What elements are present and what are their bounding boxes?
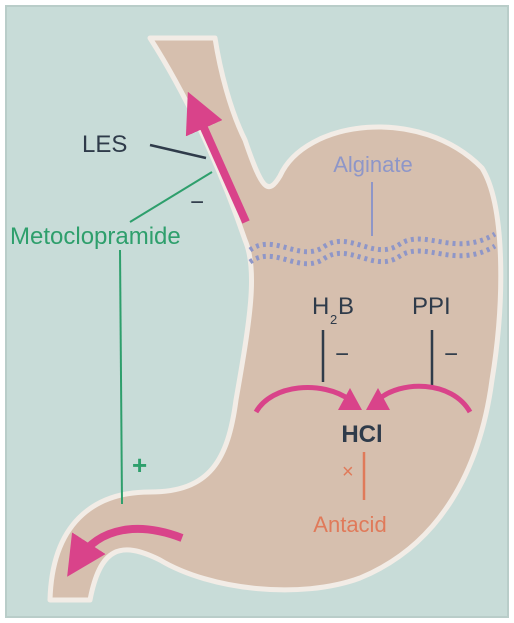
h2b-subscript: 2 xyxy=(330,312,337,327)
h2b-h: H xyxy=(312,293,329,320)
antacid-cross-sign: × xyxy=(342,461,354,483)
h2b-b: B xyxy=(338,293,354,320)
metoclopramide-label: Metoclopramide xyxy=(10,223,181,250)
antacid-label: Antacid xyxy=(313,512,386,537)
les-minus-sign: − xyxy=(190,189,204,216)
hcl-label: HCl xyxy=(341,421,382,448)
metoclopramide-plus-sign: + xyxy=(132,450,147,480)
h2b-minus-sign: − xyxy=(335,341,349,368)
ppi-minus-sign: − xyxy=(444,341,458,368)
les-label: LES xyxy=(82,131,127,158)
ppi-label: PPI xyxy=(412,293,451,320)
alginate-label: Alginate xyxy=(333,152,413,177)
